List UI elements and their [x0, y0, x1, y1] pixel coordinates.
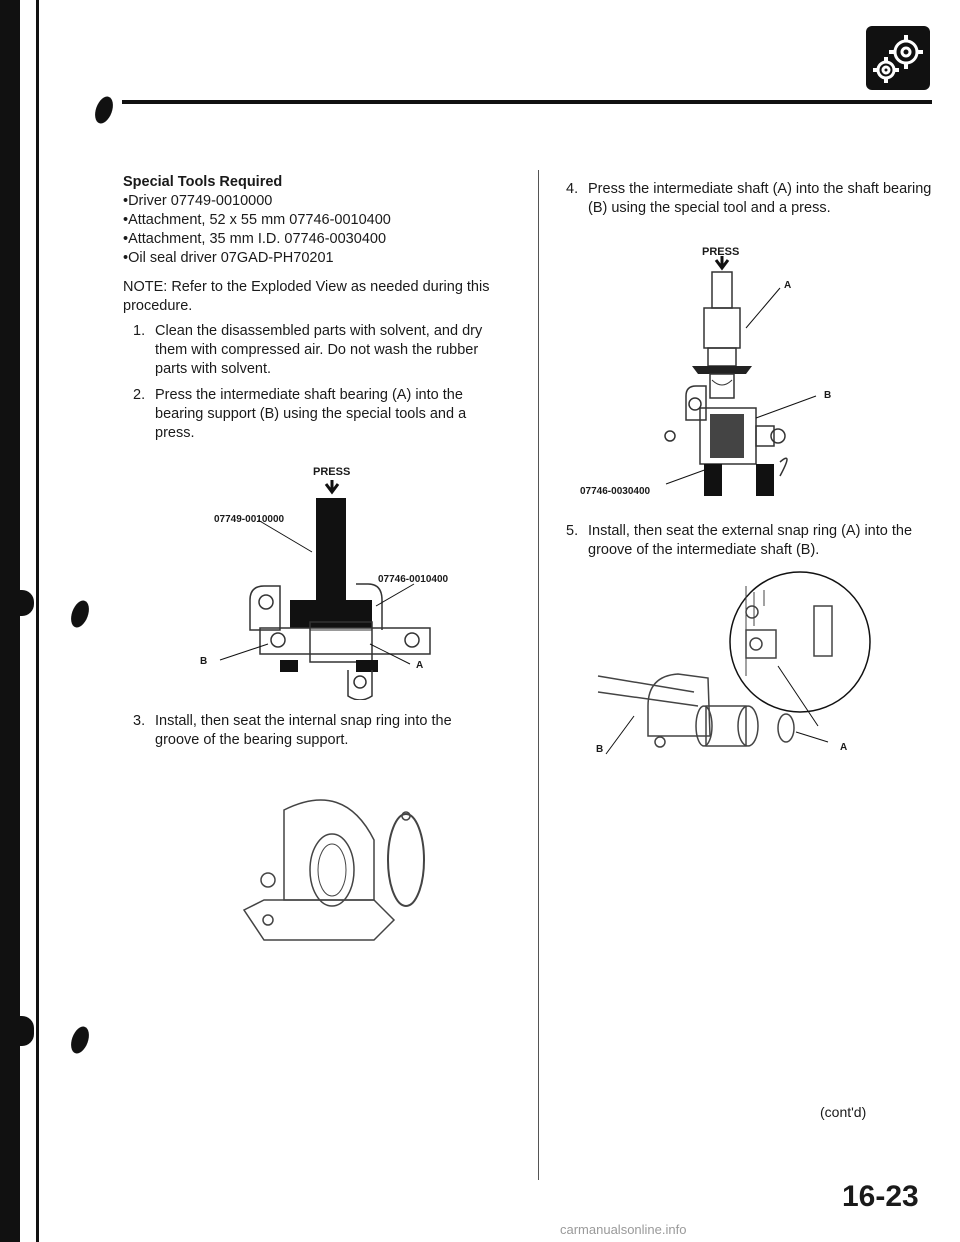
press-label: PRESS	[313, 466, 351, 478]
binding-notch	[20, 1016, 34, 1046]
shaft-press-figure: PRESS A B 07746-0030400	[580, 240, 880, 502]
callout-attachment: 07746-0030400	[580, 486, 651, 497]
shaft-snap-ring-drawing	[597, 571, 871, 755]
page-number: 16-23	[842, 1180, 919, 1213]
bearing-press-figure: PRESS 07749-0010000 07746-0010400 B A	[180, 460, 520, 701]
registration-mark	[67, 598, 93, 630]
binding-edge	[0, 0, 20, 1242]
callout-b: B	[596, 744, 604, 755]
shaft-press-drawing	[664, 256, 817, 496]
column-divider	[538, 170, 539, 1180]
step-number: 1.	[133, 323, 146, 339]
note-text: NOTE: Refer to the Exploded View as need…	[123, 279, 490, 314]
callout-attachment: 07746-0010400	[378, 574, 449, 585]
step-text: Clean the disassembled parts with solven…	[155, 323, 483, 377]
gear-icon	[866, 26, 930, 90]
step-text: Install, then seat the internal snap rin…	[155, 713, 452, 748]
step-text: Press the intermediate shaft (A) into th…	[588, 181, 932, 216]
step-text: Press the intermediate shaft bearing (A)…	[155, 387, 467, 441]
bearing-press-drawing	[219, 480, 431, 701]
press-label: PRESS	[702, 246, 740, 258]
callout-a: A	[784, 280, 792, 291]
registration-mark	[67, 1024, 93, 1056]
snap-ring-shaft-figure: B A	[578, 566, 878, 756]
step-number: 4.	[566, 181, 579, 197]
callout-b: B	[824, 390, 832, 401]
step-number: 5.	[566, 523, 579, 539]
bearing-support-drawing	[242, 799, 425, 941]
special-tools-heading: Special Tools Required	[123, 174, 283, 190]
continued-label: (cont'd)	[820, 1104, 867, 1120]
special-tools-section: Special Tools Required Driver 07749-0010…	[123, 173, 523, 268]
tool-item: Attachment, 52 x 55 mm 07746-0010400	[123, 211, 523, 230]
tool-item: Attachment, 35 mm I.D. 07746-0030400	[123, 230, 523, 249]
snap-ring-support-figure	[224, 780, 444, 950]
callout-a: A	[416, 660, 424, 671]
tool-item: Driver 07749-0010000	[123, 192, 523, 211]
binding-line	[36, 0, 39, 1242]
header-rule	[122, 100, 932, 104]
callout-b: B	[200, 656, 208, 667]
callout-driver: 07749-0010000	[214, 514, 285, 525]
callout-a: A	[840, 742, 848, 753]
step-number: 2.	[133, 387, 146, 403]
binding-notch	[20, 590, 34, 616]
registration-mark	[91, 94, 117, 126]
step-number: 3.	[133, 713, 146, 729]
step-text: Install, then seat the external snap rin…	[588, 523, 913, 558]
watermark: carmanualsonline.info	[560, 1222, 687, 1237]
tool-item: Oil seal driver 07GAD-PH70201	[123, 249, 523, 268]
